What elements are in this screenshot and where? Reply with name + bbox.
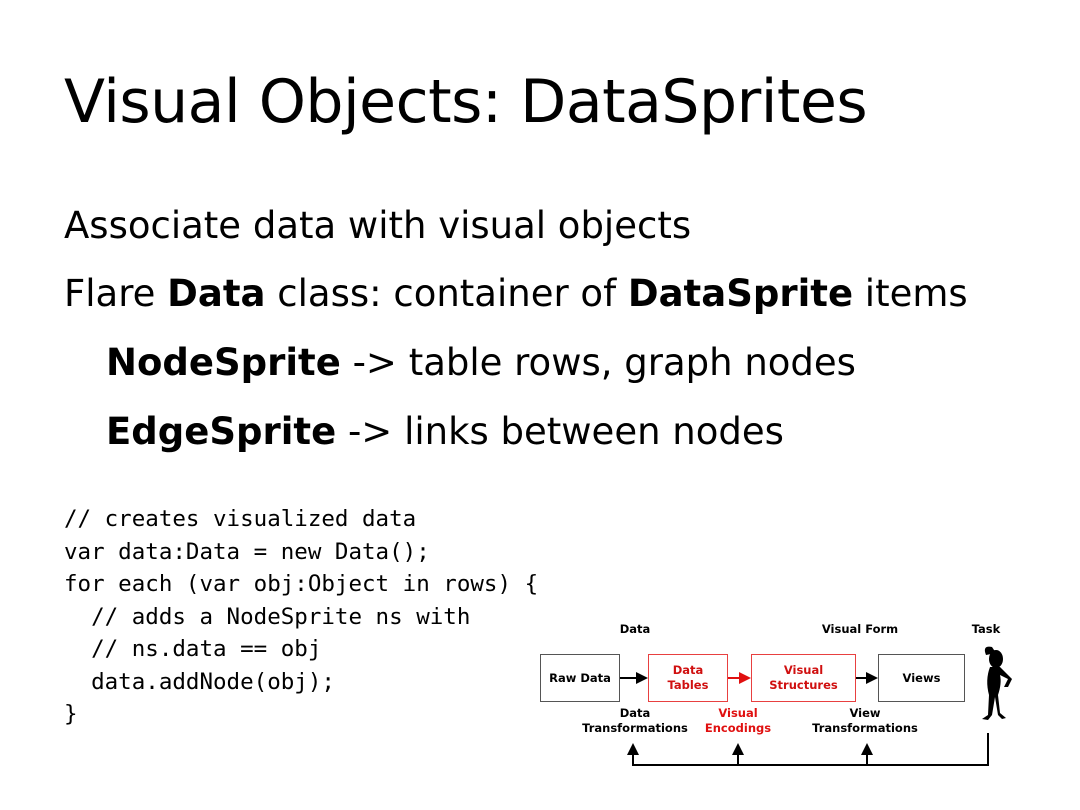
bullet-bold-nodesprite: NodeSprite	[106, 341, 341, 384]
box-label: Views	[902, 670, 941, 685]
bullet-text: Associate data with visual objects	[64, 204, 692, 247]
bullet-nodesprite: NodeSprite -> table rows, graph nodes	[106, 341, 856, 385]
box-label: Visual	[783, 663, 824, 677]
person-thinking-icon	[982, 646, 1012, 720]
box-label: Raw Data	[549, 670, 611, 685]
code-line: for each (var obj:Object in rows) {	[64, 571, 539, 597]
box-label: Tables	[667, 678, 709, 692]
label-line: Transformations	[812, 721, 918, 735]
slide-title: Visual Objects: DataSprites	[64, 67, 868, 137]
header-data: Data	[619, 622, 651, 636]
box-views: Views	[878, 654, 965, 702]
feedback-line	[627, 733, 989, 766]
diagram-connectors	[620, 646, 1012, 766]
box-label: Structures	[769, 678, 838, 692]
bullet-bold-edgesprite: EdgeSprite	[106, 410, 337, 453]
bullet-text: items	[853, 272, 968, 315]
code-line: }	[64, 701, 78, 727]
bullet-bold-data: Data	[167, 272, 266, 315]
code-line: // ns.data == obj	[64, 636, 322, 662]
label-line: Transformations	[582, 721, 688, 735]
code-block: // creates visualized data var data:Data …	[64, 503, 538, 731]
code-line: // adds a NodeSprite ns with	[64, 603, 471, 630]
label-line: View	[849, 706, 881, 720]
header-task: Task	[971, 622, 1001, 636]
label-line: Encodings	[704, 721, 772, 735]
bullet-edgesprite: EdgeSprite -> links between nodes	[106, 410, 784, 454]
box-label: Data	[672, 663, 704, 677]
bullet-associate: Associate data with visual objects	[64, 204, 691, 248]
label-line: Visual	[718, 706, 758, 720]
code-line: // creates visualized data	[64, 506, 417, 532]
bullet-bold-datasprite: DataSprite	[627, 272, 854, 315]
box-raw-data: Raw Data	[540, 654, 620, 702]
code-line: data.addNode(obj);	[64, 668, 335, 695]
bullet-text: Flare	[64, 272, 168, 315]
bullet-flare-data: Flare Data class: container of DataSprit…	[64, 272, 968, 316]
bullet-text: -> table rows, graph nodes	[340, 341, 856, 384]
label-line: Data	[619, 706, 651, 720]
bullet-text: class: container of	[265, 272, 628, 315]
code-line: var data:Data = new Data();	[64, 538, 430, 565]
header-visual-form: Visual Form	[821, 622, 899, 636]
bullet-text: -> links between nodes	[336, 410, 784, 453]
